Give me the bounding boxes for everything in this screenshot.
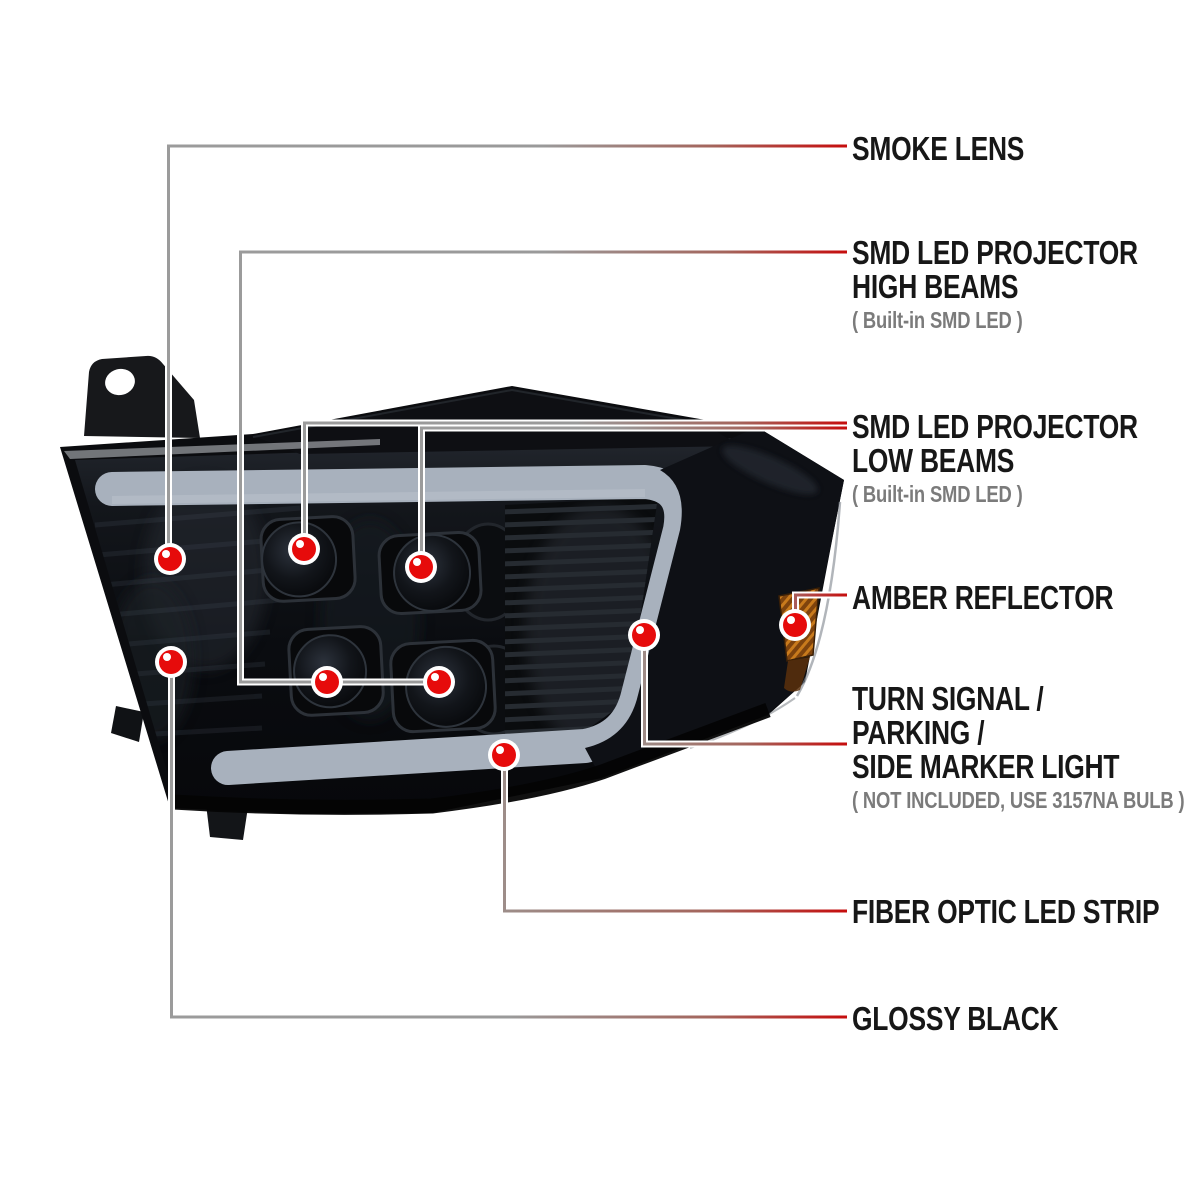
- bottom-tab: [206, 804, 248, 840]
- callout-sublabel: ( Built-in SMD LED ): [852, 307, 1023, 333]
- leader-smoke-lens: [167, 144, 847, 559]
- callout-label-line: AMBER REFLECTOR: [852, 579, 1114, 616]
- callout-label-line: GLOSSY BLACK: [852, 1000, 1059, 1037]
- callout-dots: [154, 533, 811, 771]
- leader-lines: [167, 144, 847, 1019]
- dot-smoke-lens: [154, 543, 186, 575]
- callout-glossy-black: GLOSSY BLACK: [852, 1002, 1110, 1036]
- leader-fiber-optic: [503, 755, 847, 913]
- callout-label-line: SIDE MARKER LIGHT: [852, 748, 1120, 785]
- glossy-corner: [585, 427, 844, 776]
- callout-turn-signal: TURN SIGNAL / PARKING / SIDE MARKER LIGH…: [852, 682, 1200, 813]
- callout-high-beams: SMD LED PROJECTOR HIGH BEAMS ( Built-in …: [852, 236, 1200, 333]
- dot-fiber-optic: [488, 739, 520, 771]
- dot-turn-signal: [628, 619, 660, 651]
- mounting-tab: [84, 355, 200, 438]
- dot-amber-reflector: [779, 609, 811, 641]
- side-clip: [111, 706, 144, 742]
- bottom-rim: [172, 702, 771, 815]
- callout-label-line: FIBER OPTIC LED STRIP: [852, 893, 1160, 930]
- dot-high-beam-right: [423, 666, 455, 698]
- callout-label-line: SMD LED PROJECTOR: [852, 234, 1138, 271]
- mounting-tab-hole: [105, 368, 135, 396]
- callout-label-line: PARKING /: [852, 714, 985, 751]
- leader-low-beam-right: [420, 426, 847, 567]
- dot-low-beam-right: [405, 551, 437, 583]
- drl-highlight: [111, 489, 646, 504]
- callout-label-line: SMOKE LENS: [852, 130, 1025, 167]
- callout-label-line: SMD LED PROJECTOR: [852, 408, 1138, 445]
- callout-low-beams: SMD LED PROJECTOR LOW BEAMS ( Built-in S…: [852, 410, 1200, 507]
- dot-glossy-black: [155, 646, 187, 678]
- dot-low-beam-left: [288, 533, 320, 565]
- leader-turn-signal: [643, 635, 847, 746]
- callout-fiber-optic: FIBER OPTIC LED STRIP: [852, 895, 1200, 929]
- callout-label-line: TURN SIGNAL /: [852, 680, 1044, 717]
- callout-amber-reflector: AMBER REFLECTOR: [852, 581, 1179, 615]
- callout-label-line: HIGH BEAMS: [852, 268, 1019, 305]
- leader-glossy-black: [170, 662, 847, 1019]
- dot-high-beam-left: [311, 666, 343, 698]
- callout-label-line: LOW BEAMS: [852, 442, 1015, 479]
- callout-sublabel: ( NOT INCLUDED, USE 3157NA BULB ): [852, 787, 1185, 813]
- leader-low-beam-left: [303, 421, 847, 549]
- callout-sublabel: ( Built-in SMD LED ): [852, 481, 1023, 507]
- callout-smoke-lens: SMOKE LENS: [852, 132, 1067, 166]
